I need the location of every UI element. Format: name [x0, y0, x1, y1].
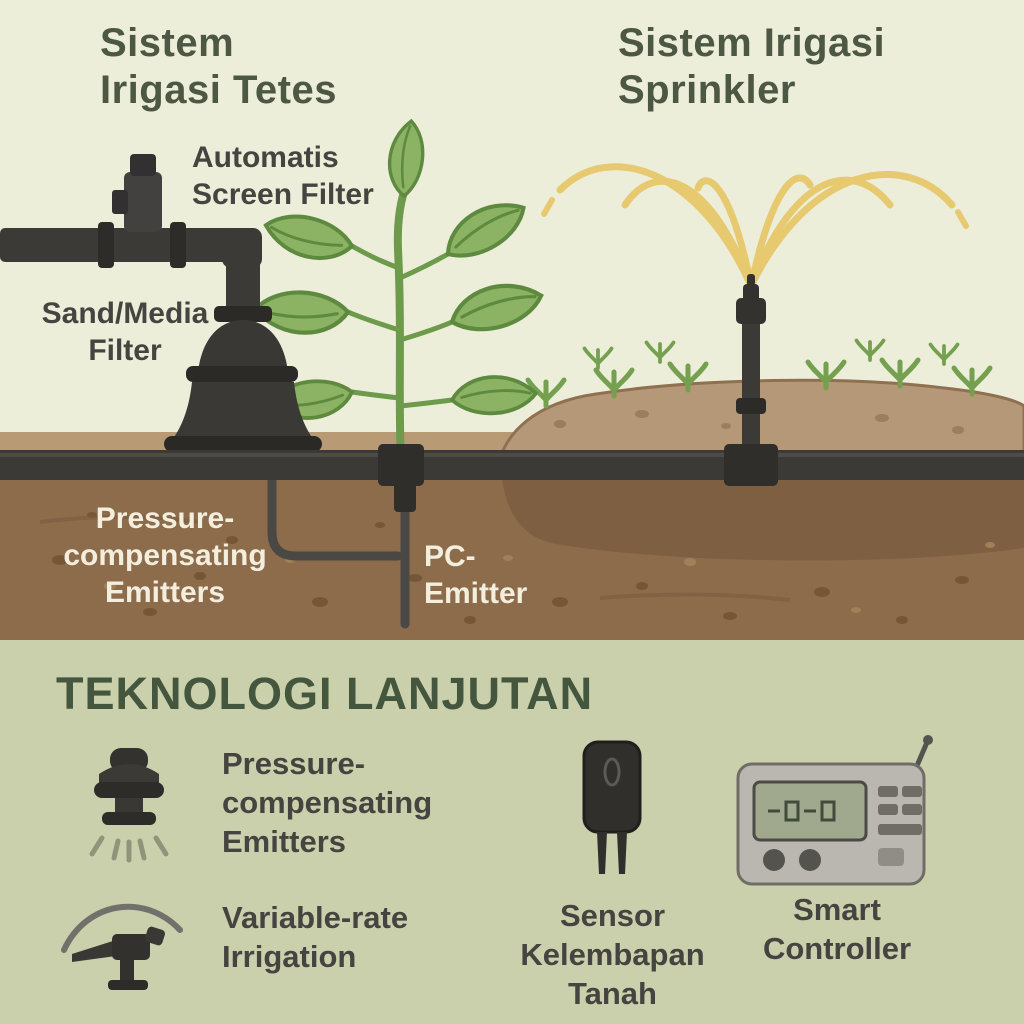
screen-filter-valve-assembly	[0, 154, 262, 268]
pc-emitter-icon	[89, 748, 169, 863]
advanced-technology-section: TEKNOLOGI LANJUTAN Pressure- compensatin…	[0, 640, 1024, 1024]
irrigation-scene: Sistem Irigasi Tetes Sistem Irigasi Spri…	[0, 21, 1024, 640]
tech-item-label-pc-emitters: Pressure- compensating Emitters	[222, 746, 433, 860]
label-pc-emitter: PC- Emitter	[424, 540, 528, 611]
label-automatic-screen-filter: Automatis Screen Filter	[192, 141, 374, 211]
sprinkler-head	[736, 274, 766, 458]
title-drip-irrigation: Sistem Irigasi Tetes	[100, 21, 337, 113]
variable-rate-irrigation-icon	[61, 903, 183, 990]
tech-item-label-soil-sensor: Sensor Kelembapan Tanah	[520, 898, 705, 1012]
tech-item-label-variable-rate: Variable-rate Irrigation	[222, 900, 409, 975]
soil-cross-section	[0, 478, 1024, 640]
sprinkler-water-arcs	[541, 163, 969, 290]
title-sprinkler-irrigation: Sistem Irigasi Sprinkler	[618, 21, 886, 113]
soil-moisture-sensor-icon	[582, 740, 642, 874]
label-sand-media-filter: Sand/Media Filter	[41, 297, 209, 367]
irrigation-illustration	[0, 116, 1024, 640]
plant	[253, 116, 546, 466]
main-pipe	[0, 444, 1024, 512]
smart-controller-icon	[736, 735, 933, 886]
sand-media-filter-tank	[164, 245, 322, 452]
label-pressure-compensating-emitters: Pressure- compensating Emitters	[63, 502, 267, 610]
tech-item-label-smart-controller: Smart Controller	[762, 892, 912, 967]
tech-section-title: TEKNOLOGI LANJUTAN	[56, 668, 594, 719]
